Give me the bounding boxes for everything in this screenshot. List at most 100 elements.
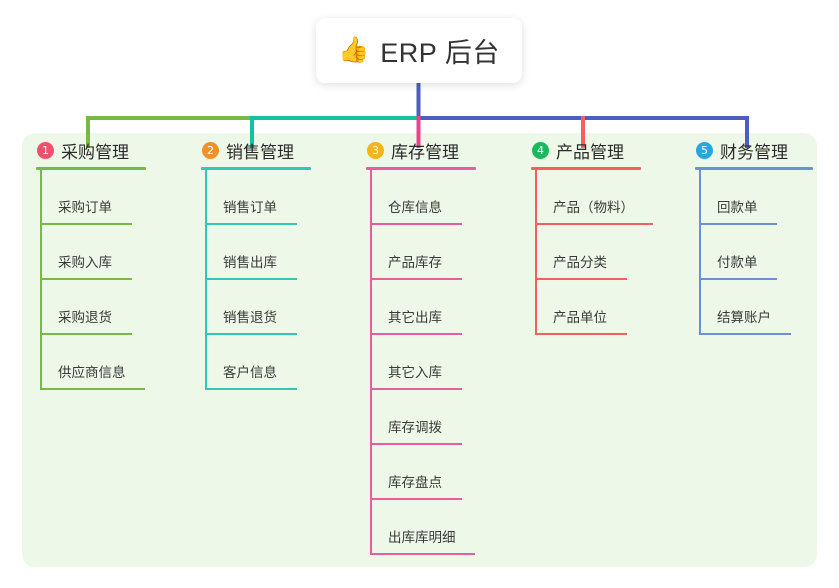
thumbs-up-icon: 👍: [338, 36, 370, 64]
branch-column-5: 5 财务管理回款单付款单结算账户: [681, 133, 839, 335]
branch-item-list: 销售订单销售出库销售退货客户信息: [187, 170, 352, 390]
branch-item-underline: [205, 223, 297, 225]
branch-item-label: 库存盘点: [388, 475, 442, 490]
branch-header-underline: [36, 167, 146, 170]
branch-header-underline: [531, 167, 641, 170]
branch-item-label: 采购入库: [58, 255, 112, 270]
root-node-card[interactable]: 👍 ERP 后台: [316, 18, 522, 83]
branch-item-underline: [205, 333, 297, 335]
branch-item[interactable]: 产品分类: [535, 225, 682, 280]
branch-item[interactable]: 产品单位: [535, 280, 682, 335]
branch-item-label: 其它入库: [388, 365, 442, 380]
branch-spine-line: [205, 170, 207, 390]
branch-header-2[interactable]: 2 销售管理: [187, 133, 352, 167]
branch-header-underline: [201, 167, 311, 170]
branch-item-list: 产品（物料） 产品分类产品单位: [517, 170, 682, 335]
branch-number-badge: 4: [532, 141, 549, 159]
branch-spine-line: [535, 170, 537, 335]
branch-spine-line: [40, 170, 42, 390]
branch-item[interactable]: 结算账户: [699, 280, 839, 335]
branch-item-underline: [699, 278, 777, 280]
branch-item-label: 回款单: [717, 200, 758, 215]
branch-column-2: 2 销售管理销售订单销售出库销售退货客户信息: [187, 133, 352, 390]
branch-item-underline: [40, 388, 145, 390]
branch-title: 销售管理: [226, 142, 294, 162]
branch-item-underline: [535, 278, 627, 280]
branch-number-badge: 3: [367, 141, 384, 159]
branch-item-label: 库存调拨: [388, 420, 442, 435]
branch-item-underline: [205, 278, 297, 280]
branch-spine-line: [370, 170, 372, 555]
branch-item-list: 采购订单采购入库采购退货供应商信息: [22, 170, 187, 390]
branch-item[interactable]: 采购订单: [40, 170, 187, 225]
branch-item-underline: [40, 223, 132, 225]
branch-item-label: 销售出库: [223, 255, 277, 270]
branch-header-5[interactable]: 5 财务管理: [681, 133, 839, 167]
branch-title: 库存管理: [391, 142, 459, 162]
branch-item[interactable]: 销售退货: [205, 280, 352, 335]
branch-item[interactable]: 付款单: [699, 225, 839, 280]
branch-item-underline: [40, 333, 132, 335]
branch-item-underline: [205, 388, 297, 390]
branch-item-underline: [370, 443, 462, 445]
branch-column-3: 3 库存管理仓库信息产品库存其它出库其它入库库存调拨库存盘点出库库明细: [352, 133, 517, 555]
branch-item[interactable]: 其它出库: [370, 280, 517, 335]
branch-item[interactable]: 回款单: [699, 170, 839, 225]
branch-item[interactable]: 采购入库: [40, 225, 187, 280]
branch-item-underline: [370, 333, 462, 335]
branch-item[interactable]: 其它入库: [370, 335, 517, 390]
branch-item-underline: [535, 333, 627, 335]
branch-item-label: 产品库存: [388, 255, 442, 270]
branch-item-label: 客户信息: [223, 365, 277, 380]
branch-spine-line: [699, 170, 701, 335]
branch-item-label: 其它出库: [388, 310, 442, 325]
branch-number-badge: 5: [696, 141, 713, 159]
branch-item[interactable]: 采购退货: [40, 280, 187, 335]
branch-item-label: 产品（物料）: [553, 200, 634, 215]
branch-item-underline: [699, 333, 791, 335]
branch-header-underline: [366, 167, 476, 170]
branch-item-label: 产品分类: [553, 255, 607, 270]
branch-header-underline: [695, 167, 813, 170]
branch-item[interactable]: 出库库明细: [370, 500, 517, 555]
branch-item-label: 销售退货: [223, 310, 277, 325]
branch-item[interactable]: 产品（物料）: [535, 170, 682, 225]
branch-item-label: 付款单: [717, 255, 758, 270]
branch-item-underline: [370, 553, 475, 555]
branch-item[interactable]: 销售出库: [205, 225, 352, 280]
branch-item-underline: [370, 388, 462, 390]
branch-title: 财务管理: [720, 142, 788, 162]
branch-item-label: 采购订单: [58, 200, 112, 215]
branch-item-label: 结算账户: [717, 310, 771, 325]
branch-item-label: 销售订单: [223, 200, 277, 215]
branch-item-label: 供应商信息: [58, 365, 126, 380]
branch-item[interactable]: 仓库信息: [370, 170, 517, 225]
branch-item[interactable]: 销售订单: [205, 170, 352, 225]
branch-item-underline: [535, 223, 653, 225]
branch-item[interactable]: 客户信息: [205, 335, 352, 390]
branch-item[interactable]: 产品库存: [370, 225, 517, 280]
branch-item-underline: [40, 278, 132, 280]
branch-item[interactable]: 库存盘点: [370, 445, 517, 500]
branch-item-list: 回款单付款单结算账户: [681, 170, 839, 335]
branch-item-list: 仓库信息产品库存其它出库其它入库库存调拨库存盘点出库库明细: [352, 170, 517, 555]
root-node-title: ERP 后台: [380, 38, 500, 68]
branch-header-3[interactable]: 3 库存管理: [352, 133, 517, 167]
branch-item-label: 仓库信息: [388, 200, 442, 215]
branch-item-underline: [370, 498, 462, 500]
branch-item-label: 出库库明细: [388, 530, 456, 545]
branch-item[interactable]: 供应商信息: [40, 335, 187, 390]
branch-item-label: 采购退货: [58, 310, 112, 325]
branch-item-label: 产品单位: [553, 310, 607, 325]
branch-number-badge: 2: [202, 141, 219, 159]
branch-item-underline: [699, 223, 777, 225]
diagram-panel-background: [22, 133, 817, 567]
branch-item-underline: [370, 223, 462, 225]
branch-title: 采购管理: [61, 142, 129, 162]
branch-item[interactable]: 库存调拨: [370, 390, 517, 445]
